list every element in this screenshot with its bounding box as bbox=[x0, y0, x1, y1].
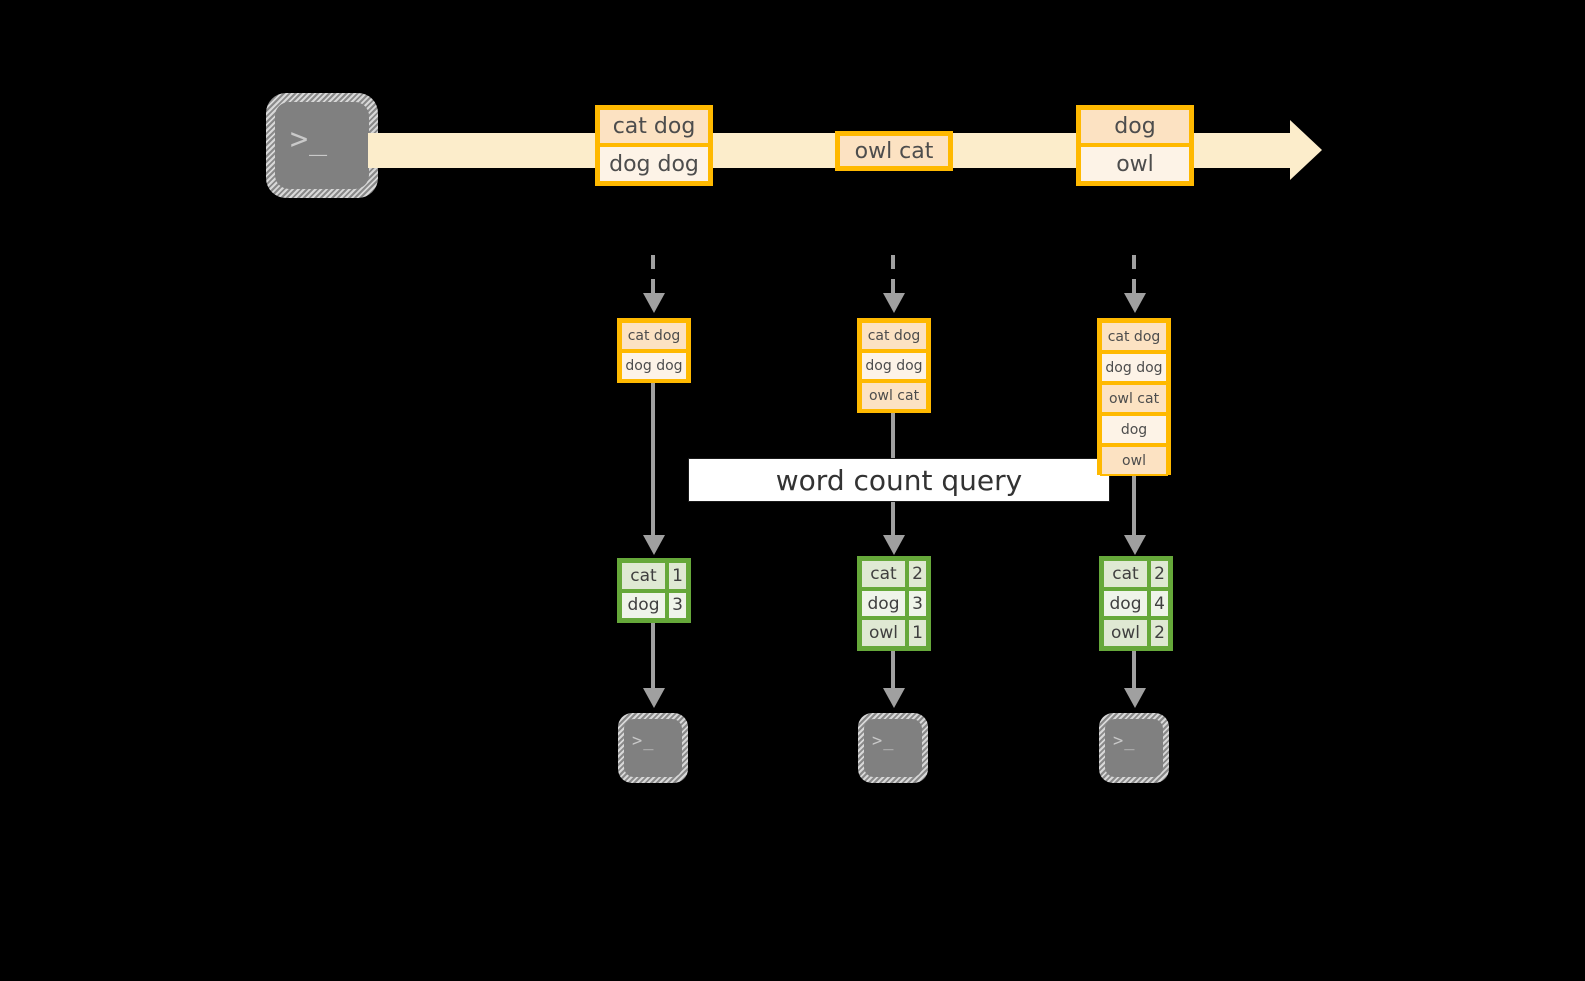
terminal-prompt-label: >_ bbox=[872, 731, 895, 751]
result-table-2-r0-count: 2 bbox=[907, 559, 928, 589]
query-connector-1 bbox=[651, 383, 655, 538]
stream-batch-1: cat dog dog dog bbox=[595, 105, 713, 186]
result-table-3-r0-count: 2 bbox=[1149, 559, 1170, 589]
table-row: owl 1 bbox=[860, 618, 928, 649]
stream-batch-3-line-1: dog bbox=[1079, 108, 1191, 145]
dashed-connector-2-arrowhead-icon bbox=[883, 293, 905, 313]
result-table-3-r2-count: 2 bbox=[1149, 618, 1170, 649]
query-connector-3 bbox=[1132, 475, 1136, 538]
accumulated-table-1-line-1: cat dog bbox=[620, 321, 688, 351]
result-table-2: cat 2 dog 3 owl 1 bbox=[857, 556, 931, 651]
dashed-connector-3-arrowhead-icon bbox=[1124, 293, 1146, 313]
stream-arrow-head-icon bbox=[1290, 120, 1322, 180]
terminal-screen bbox=[864, 719, 922, 777]
accumulated-table-1: cat dog dog dog bbox=[617, 318, 691, 383]
stream-batch-1-line-1: cat dog bbox=[598, 108, 710, 145]
stream-batch-2-line-1: owl cat bbox=[838, 134, 950, 168]
accumulated-table-3-line-1: cat dog bbox=[1100, 321, 1168, 352]
query-connector-2-arrowhead-icon bbox=[883, 535, 905, 555]
terminal-prompt-label: >_ bbox=[1113, 731, 1136, 751]
result-table-3-r2-word: owl bbox=[1102, 618, 1149, 649]
table-row: dog 3 bbox=[620, 590, 688, 620]
query-connector-3-arrowhead-icon bbox=[1124, 535, 1146, 555]
dashed-connector-3 bbox=[1132, 255, 1136, 295]
table-row: cat 2 bbox=[860, 559, 928, 589]
accumulated-table-2-line-1: cat dog bbox=[860, 321, 928, 351]
table-row: cat 1 bbox=[620, 561, 688, 591]
result-table-2-r2-word: owl bbox=[860, 618, 907, 649]
accumulated-table-1-line-2: dog dog bbox=[620, 351, 688, 381]
table-row: dog 3 bbox=[860, 588, 928, 619]
result-table-1-r0-word: cat bbox=[620, 561, 667, 591]
accumulated-table-3: cat dog dog dog owl cat dog owl bbox=[1097, 318, 1171, 476]
accumulated-table-3-line-5: owl bbox=[1100, 445, 1168, 476]
dashed-connector-1-arrowhead-icon bbox=[643, 293, 665, 313]
sink-connector-3-arrowhead-icon bbox=[1124, 688, 1146, 708]
dashed-connector-2 bbox=[891, 255, 895, 295]
result-table-3-r1-word: dog bbox=[1102, 588, 1149, 619]
query-label-text: word count query bbox=[775, 463, 1023, 497]
stream-batch-2: owl cat bbox=[835, 131, 953, 171]
accumulated-table-3-line-2: dog dog bbox=[1100, 352, 1168, 383]
stream-batch-1-line-2: dog dog bbox=[598, 145, 710, 183]
sink-terminal-icon-1[interactable]: >_ bbox=[618, 713, 688, 783]
result-table-1-r0-count: 1 bbox=[667, 561, 688, 591]
sink-terminal-icon-2[interactable]: >_ bbox=[858, 713, 928, 783]
result-table-2-r1-word: dog bbox=[860, 588, 907, 619]
result-table-2-r1-count: 3 bbox=[907, 588, 928, 619]
terminal-screen bbox=[624, 719, 682, 777]
result-table-2-r0-word: cat bbox=[860, 559, 907, 589]
accumulated-table-3-line-4: dog bbox=[1100, 414, 1168, 445]
accumulated-table-3-line-3: owl cat bbox=[1100, 383, 1168, 414]
sink-terminal-icon-3[interactable]: >_ bbox=[1099, 713, 1169, 783]
table-row: cat 2 bbox=[1102, 559, 1170, 589]
stream-batch-3-line-2: owl bbox=[1079, 145, 1191, 183]
stream-batch-3: dog owl bbox=[1076, 105, 1194, 186]
result-table-3: cat 2 dog 4 owl 2 bbox=[1099, 556, 1173, 651]
table-row: dog 4 bbox=[1102, 588, 1170, 619]
terminal-prompt-label: >_ bbox=[632, 731, 655, 751]
sink-connector-2-arrowhead-icon bbox=[883, 688, 905, 708]
table-row: owl 2 bbox=[1102, 618, 1170, 649]
query-connector-1-arrowhead-icon bbox=[643, 535, 665, 555]
result-table-3-r1-count: 4 bbox=[1149, 588, 1170, 619]
accumulated-table-2-line-3: owl cat bbox=[860, 381, 928, 411]
terminal-screen bbox=[275, 102, 369, 189]
terminal-prompt-label: >_ bbox=[290, 122, 329, 157]
source-terminal-icon[interactable]: >_ bbox=[266, 93, 378, 198]
sink-connector-3 bbox=[1132, 651, 1136, 691]
accumulated-table-2-line-2: dog dog bbox=[860, 351, 928, 381]
result-table-1-r1-word: dog bbox=[620, 590, 667, 620]
sink-connector-2 bbox=[891, 651, 895, 691]
dashed-connector-1 bbox=[651, 255, 655, 295]
accumulated-table-2: cat dog dog dog owl cat bbox=[857, 318, 931, 413]
result-table-2-r2-count: 1 bbox=[907, 618, 928, 649]
result-table-1: cat 1 dog 3 bbox=[617, 558, 691, 623]
result-table-3-r0-word: cat bbox=[1102, 559, 1149, 589]
sink-connector-1-arrowhead-icon bbox=[643, 688, 665, 708]
terminal-screen bbox=[1105, 719, 1163, 777]
sink-connector-1 bbox=[651, 623, 655, 691]
result-table-1-r1-count: 3 bbox=[667, 590, 688, 620]
query-label-box: word count query bbox=[688, 458, 1110, 502]
